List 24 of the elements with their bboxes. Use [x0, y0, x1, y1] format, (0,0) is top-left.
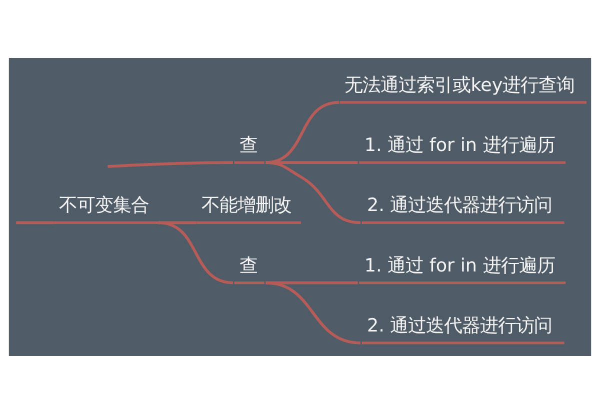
node-label: 2. 通过迭代器进行访问 — [366, 315, 552, 336]
connector — [158, 221, 234, 284]
node-label: 2. 通过迭代器进行访问 — [366, 195, 552, 216]
connector — [108, 161, 233, 168]
node-box — [359, 282, 566, 284]
connector — [16, 221, 54, 224]
node-box — [362, 221, 564, 224]
connector — [158, 221, 196, 224]
node-label: 无法通过索引或key进行查询 — [344, 74, 575, 96]
node-box — [359, 161, 566, 164]
node-label: 不可变集合 — [59, 195, 150, 216]
node-box — [234, 161, 264, 164]
node-label: 不能增删改 — [202, 195, 292, 216]
node-label: 查 — [240, 255, 258, 276]
node-label: 1. 通过 for in 进行遍历 — [364, 255, 555, 276]
node-box — [196, 221, 301, 224]
node-box — [340, 101, 587, 104]
connector — [266, 281, 361, 344]
node-label: 1. 通过 for in 进行遍历 — [364, 135, 555, 156]
node-box — [362, 342, 564, 344]
node-label: 查 — [240, 135, 258, 156]
node-box — [54, 221, 158, 224]
connector — [266, 161, 361, 224]
node-box — [234, 282, 264, 284]
